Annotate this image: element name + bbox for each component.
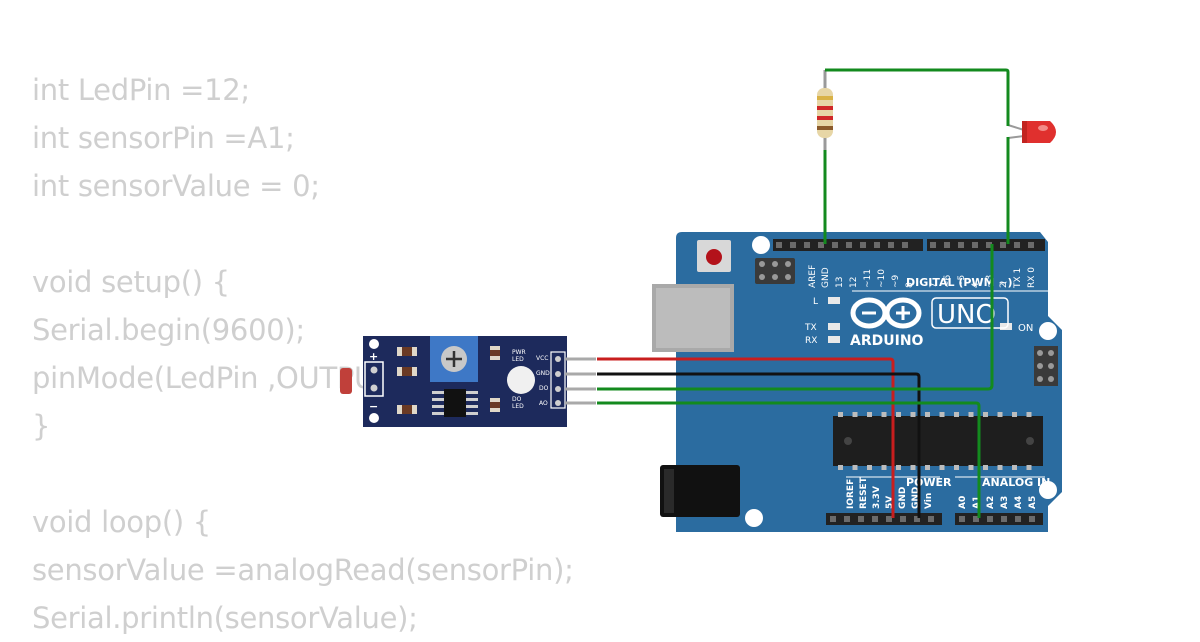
led-label-on: ON bbox=[1018, 323, 1033, 334]
led-label-tx: TX bbox=[804, 323, 817, 333]
code-listing: int LedPin =12; int sensorPin =A1; int sen… bbox=[32, 66, 574, 642]
resistor[interactable] bbox=[817, 70, 833, 150]
digital-pin-label: RX 0 bbox=[1027, 267, 1037, 288]
minus-label: − bbox=[369, 400, 378, 413]
digital-pin-label: ~9 bbox=[891, 274, 901, 288]
digital-pin-label: GND bbox=[821, 267, 831, 288]
wire-gnd-gnd bbox=[597, 372, 921, 518]
mounting-hole bbox=[1039, 481, 1057, 499]
analog-header[interactable] bbox=[955, 513, 1043, 525]
power-pin-label: GND bbox=[911, 487, 921, 509]
code-line: int LedPin =12; bbox=[32, 73, 250, 107]
digital-pin-label: 13 bbox=[835, 277, 845, 288]
power-jack bbox=[660, 465, 740, 517]
pin-label-ao: AO bbox=[539, 400, 548, 407]
digital-header[interactable] bbox=[773, 239, 1045, 251]
digital-pin-label: TX 1 bbox=[1013, 268, 1023, 289]
digital-pin-label: ~6 bbox=[943, 274, 953, 288]
digital-pin-label: 8 bbox=[905, 282, 915, 288]
comparator-chip bbox=[432, 389, 478, 417]
module-pins bbox=[565, 357, 596, 405]
digital-pin-label: 2 bbox=[999, 282, 1009, 288]
onboard-leds: L TX RX ON bbox=[804, 297, 1033, 346]
red-led[interactable] bbox=[1007, 121, 1056, 143]
digital-pin-label: ~5 bbox=[957, 275, 967, 288]
analog-pin-label: A2 bbox=[986, 496, 996, 509]
mounting-hole bbox=[752, 236, 770, 254]
usb-connector bbox=[652, 284, 734, 352]
digital-pin-label: 4 bbox=[971, 282, 981, 288]
analog-pin-labels: A0 A1 A2 A3 A4 A5 bbox=[958, 496, 1038, 509]
board-model: UNO bbox=[937, 300, 996, 330]
digital-pin-label: ~11 bbox=[863, 269, 873, 288]
code-line: Serial.begin(9600); bbox=[32, 313, 305, 347]
reset-button[interactable] bbox=[697, 240, 731, 272]
mounting-hole bbox=[1039, 322, 1057, 340]
power-header-label: POWER bbox=[906, 476, 952, 489]
pin-label-do: DO bbox=[539, 385, 549, 392]
led-label-rx: RX bbox=[805, 336, 817, 346]
sensor-led bbox=[507, 366, 535, 394]
module-header bbox=[550, 351, 566, 409]
wire-ao-a1 bbox=[597, 401, 981, 518]
wire-resistor-led bbox=[825, 68, 1010, 126]
power-pin-label: IOREF bbox=[846, 479, 856, 509]
power-pin-label: 5V bbox=[885, 496, 895, 509]
board-brand: ARDUINO bbox=[850, 333, 924, 349]
digital-pin-label: 7 bbox=[929, 282, 939, 288]
power-pin-label: GND bbox=[898, 487, 908, 509]
pin-label-vcc: VCC bbox=[536, 355, 548, 362]
digital-pin-label: AREF bbox=[808, 265, 818, 288]
digital-pin-label: ~10 bbox=[877, 269, 887, 288]
led-label-l: L bbox=[813, 297, 818, 307]
potentiometer[interactable] bbox=[430, 336, 478, 382]
code-line: } bbox=[32, 409, 51, 443]
digital-pin-label: ~3 bbox=[985, 275, 995, 288]
power-pin-label: RESET bbox=[859, 476, 869, 509]
digital-pin-label: 12 bbox=[849, 277, 859, 288]
analog-pin-label: A3 bbox=[1000, 496, 1010, 509]
power-header[interactable] bbox=[826, 513, 942, 525]
plus-label: + bbox=[369, 350, 378, 363]
code-line: void loop() { bbox=[32, 505, 211, 539]
digital-header-label: DIGITAL (PWM ~) bbox=[906, 276, 1013, 289]
digital-pin-holes bbox=[776, 242, 1034, 248]
photoresistor[interactable] bbox=[340, 361, 384, 397]
wires bbox=[597, 68, 1010, 518]
wire-vcc-5v bbox=[597, 357, 895, 518]
power-pin-label: Vin bbox=[924, 493, 934, 509]
arduino-logo bbox=[850, 297, 922, 329]
code-line: void setup() { bbox=[32, 265, 230, 299]
mounting-hole bbox=[745, 509, 763, 527]
code-line: int sensorValue = 0; bbox=[32, 169, 320, 203]
code-line: Serial.println(sensorValue); bbox=[32, 601, 418, 635]
code-line: int sensorPin =A1; bbox=[32, 121, 295, 155]
analog-header-label: ANALOG IN bbox=[982, 476, 1050, 489]
icsp-header bbox=[755, 258, 795, 284]
analog-pin-label: A1 bbox=[972, 496, 982, 509]
wire-do-digital bbox=[597, 244, 994, 391]
analog-pin-label: A0 bbox=[958, 496, 968, 509]
light-sensor-module[interactable]: + − bbox=[340, 336, 596, 427]
power-pin-label: 3.3V bbox=[872, 486, 882, 509]
icsp2-header bbox=[1034, 346, 1058, 386]
analog-pin-label: A5 bbox=[1028, 496, 1038, 509]
atmega-chip bbox=[833, 412, 1043, 470]
pin-label-gnd: GND bbox=[536, 370, 550, 377]
analog-pin-label: A4 bbox=[1014, 496, 1024, 509]
code-line: sensorValue =analogRead(sensorPin); bbox=[32, 553, 574, 587]
uno-badge bbox=[931, 297, 1009, 329]
